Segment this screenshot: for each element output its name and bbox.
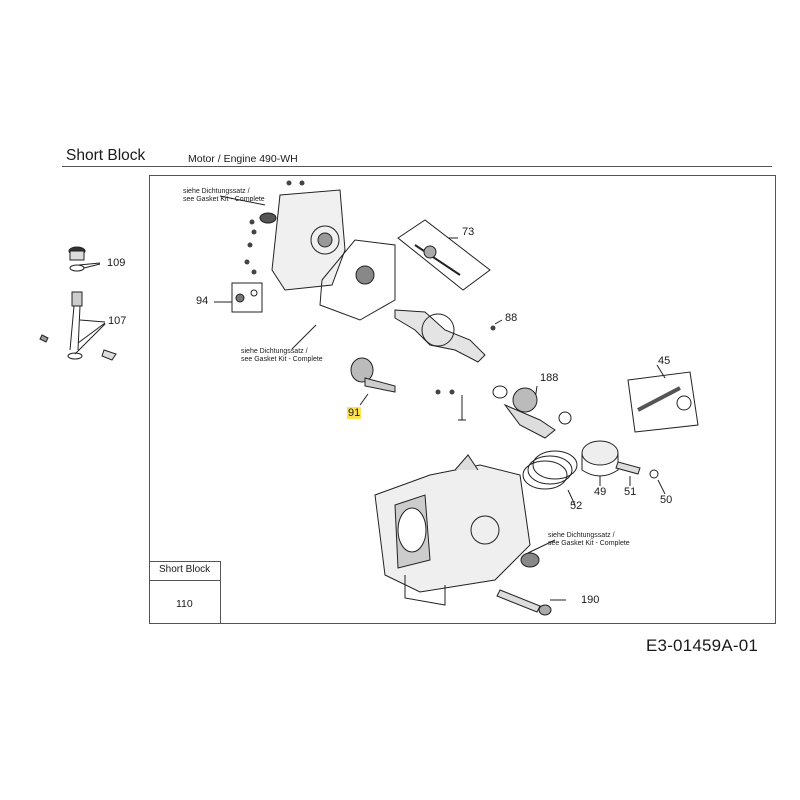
part-callout-190[interactable]: 190 <box>581 594 600 606</box>
note-line: siehe Dichtungssatz / <box>548 532 615 539</box>
part-callout-73[interactable]: 73 <box>462 226 475 238</box>
document-id: E3-01459A-01 <box>646 636 759 655</box>
note-line: see Gasket Kit - Complete <box>241 356 323 363</box>
gasket-note-middle: siehe Dichtungssatz / see Gasket Kit - C… <box>241 348 323 364</box>
part-callout-45[interactable]: 45 <box>658 355 671 367</box>
title-rule <box>62 166 772 167</box>
note-line: see Gasket Kit - Complete <box>183 196 265 203</box>
note-line: see Gasket Kit - Complete <box>548 540 630 547</box>
note-line: siehe Dichtungssatz / <box>241 348 308 355</box>
legend-header <box>149 561 221 581</box>
part-callout-51[interactable]: 51 <box>624 486 637 498</box>
crankcase-cover-illustration <box>259 189 346 291</box>
part-callout-109[interactable]: 109 <box>107 257 126 269</box>
part-callout-52[interactable]: 52 <box>570 500 583 512</box>
gasket-note-top: siehe Dichtungssatz / see Gasket Kit - C… <box>183 188 265 204</box>
diagram-frame <box>149 175 776 624</box>
part-callout-91-label: 91 <box>347 407 362 419</box>
engine-block-illustration <box>374 454 531 606</box>
part-callout-188[interactable]: 188 <box>540 372 559 384</box>
legend-box <box>149 581 221 624</box>
gasket-note-right: siehe Dichtungssatz / see Gasket Kit - C… <box>548 532 630 548</box>
legend-value: 110 <box>176 598 193 610</box>
dipstick-illustration <box>39 246 117 361</box>
diagram-title: Short Block <box>66 147 146 164</box>
note-line: siehe Dichtungssatz / <box>183 188 250 195</box>
engine-model: Motor / Engine 490-WH <box>188 153 298 165</box>
part-callout-49[interactable]: 49 <box>594 486 607 498</box>
legend-title: Short Block <box>159 564 211 575</box>
part-callout-91[interactable]: 91 <box>347 407 362 419</box>
part-callout-107[interactable]: 107 <box>108 315 127 327</box>
part-callout-88[interactable]: 88 <box>505 312 518 324</box>
part-callout-50[interactable]: 50 <box>660 494 673 506</box>
part-callout-94[interactable]: 94 <box>196 295 209 307</box>
